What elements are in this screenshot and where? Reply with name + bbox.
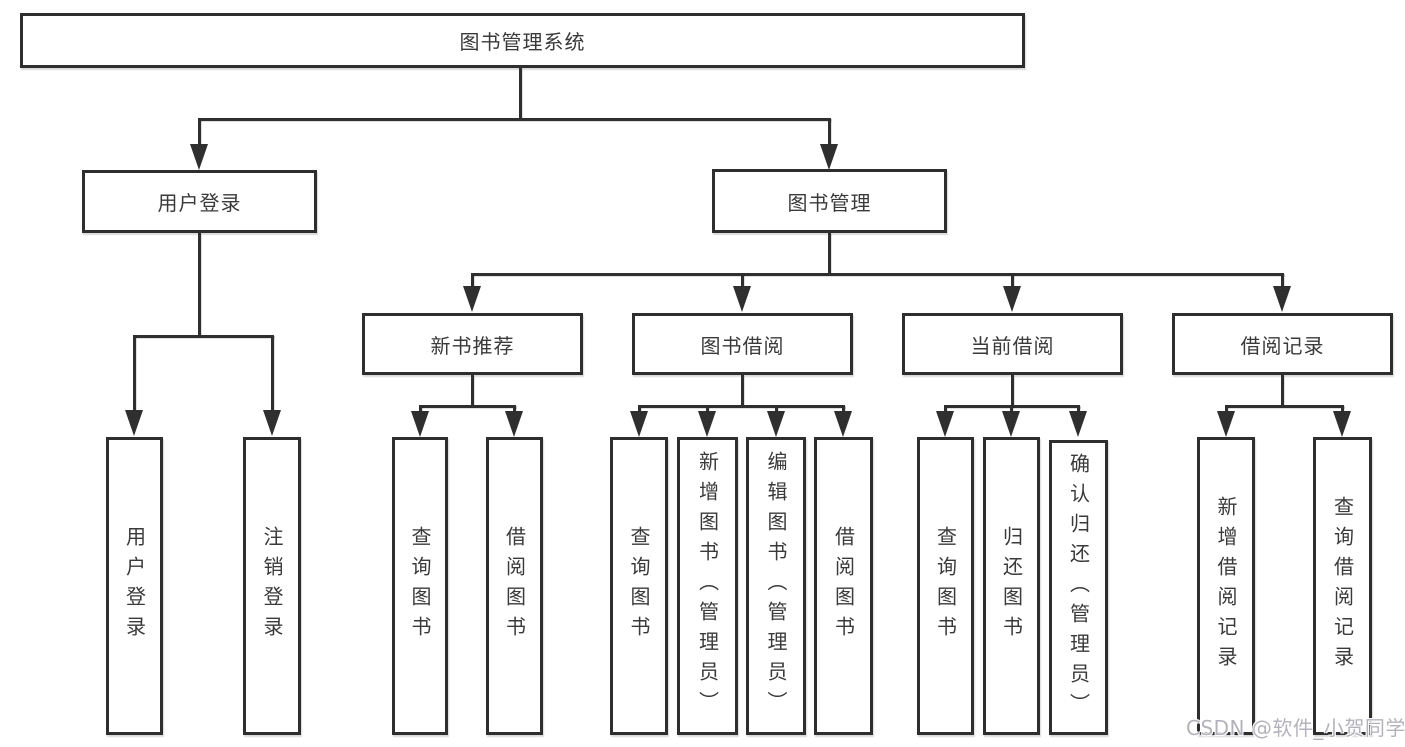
connector-stem [638,405,641,414]
arrow-down-icon [505,411,523,437]
leaf-bb-query-book-label: 查询图书 [627,526,651,646]
connector-stem-book-mgmt [828,118,831,148]
leaf-cb-return-book-label: 归还图书 [999,526,1024,646]
leaf-user-login-label: 用户登录 [122,526,147,646]
connector-stem [1225,405,1228,414]
connector-stem [944,405,947,414]
connector-book-borrow-stem [741,375,744,405]
arrow-down-icon [1217,411,1235,437]
leaf-logout: 注销登录 [243,437,301,735]
node-new-book-rec: 新书推荐 [362,313,583,375]
leaf-rec-borrow-book: 借阅图书 [486,437,543,735]
connector-book-mgmt-stem [828,233,831,275]
connector-new-book-stem [471,375,474,405]
arrow-down-icon [630,411,648,437]
leaf-bb-add-book-label: 新增图书（管理员） [695,451,720,721]
leaf-bb-borrow-book: 借阅图书 [814,437,873,735]
node-root: 图书管理系统 [20,13,1025,68]
arrow-down-icon [411,411,429,437]
node-book-borrow: 图书借阅 [632,313,853,375]
connector-user-login-bar [133,335,274,338]
connector-stem [513,405,516,414]
arrow-down-icon [125,410,143,436]
node-borrow-record: 借阅记录 [1172,313,1393,375]
watermark: CSDN @软件_小贺同学 [1186,716,1405,740]
node-borrow-record-label: 借阅记录 [1240,333,1325,358]
node-root-label: 图书管理系统 [459,30,586,54]
leaf-br-add-record-label: 新增借阅记录 [1214,496,1238,676]
arrow-down-icon [1273,286,1291,312]
connector-stem-user-login [198,118,201,148]
arrow-down-icon [834,411,852,437]
leaf-cb-query-book: 查询图书 [917,437,974,735]
node-book-mgmt-label: 图书管理 [787,190,872,215]
arrow-down-icon [820,144,838,170]
connector-user-login-stem [198,233,201,335]
arrow-down-icon [1069,411,1087,437]
connector-stem [706,405,709,414]
connector-stem-borrow-record [1281,273,1284,288]
leaf-rec-borrow-book-label: 借阅图书 [502,526,527,646]
arrow-down-icon [463,286,481,312]
connector-new-book-bar [419,405,516,408]
leaf-bb-borrow-book-label: 借阅图书 [831,526,856,646]
leaf-br-add-record: 新增借阅记录 [1197,437,1255,735]
connector-borrow-record-stem [1281,375,1284,405]
connector-stem-new-book [471,273,474,288]
leaf-bb-add-book: 新增图书（管理员） [677,437,738,735]
leaf-logout-label: 注销登录 [260,526,284,646]
arrow-down-icon [767,411,785,437]
node-current-borrow-label: 当前借阅 [970,333,1055,358]
leaf-bb-query-book: 查询图书 [610,437,668,735]
node-new-book-rec-label: 新书推荐 [430,333,515,358]
connector-stem [1077,405,1080,414]
arrow-down-icon [263,410,281,436]
connector-stem [419,405,422,414]
connector-current-borrow-stem [1011,375,1014,405]
leaf-cb-return-book: 归还图书 [983,437,1040,735]
leaf-rec-query-book-label: 查询图书 [408,526,432,646]
arrow-down-icon [1333,411,1351,437]
leaf-bb-edit-book: 编辑图书（管理员） [746,437,806,735]
connector-book-mgmt-bar [471,273,1284,276]
connector-stem [1010,405,1013,414]
connector-stem-current-borrow [1011,273,1014,288]
arrow-down-icon [733,286,751,312]
arrow-down-icon [1002,411,1020,437]
connector-stem-book-borrow [741,273,744,288]
arrow-down-icon [1003,286,1021,312]
node-current-borrow: 当前借阅 [902,313,1123,375]
leaf-cb-query-book-label: 查询图书 [933,526,958,646]
leaf-bb-edit-book-label: 编辑图书（管理员） [764,451,788,721]
leaf-user-login: 用户登录 [106,437,163,735]
connector-root-bar [198,118,831,121]
arrow-down-icon [936,411,954,437]
leaf-rec-query-book: 查询图书 [392,437,448,735]
arrow-down-icon [190,144,208,170]
connector-borrow-record-bar [1225,405,1344,408]
node-book-borrow-label: 图书借阅 [700,333,785,358]
connector-book-borrow-bar [638,405,845,408]
connector-stem [842,405,845,414]
arrow-down-icon [698,411,716,437]
node-book-mgmt: 图书管理 [712,169,947,233]
node-user-login: 用户登录 [82,170,317,233]
leaf-cb-confirm-return: 确认归还（管理员） [1049,440,1108,735]
leaf-cb-confirm-return-label: 确认归还（管理员） [1066,452,1091,723]
connector-stem [775,405,778,414]
connector-stem-leaf-logout [271,335,274,412]
connector-stem [1341,405,1344,414]
connector-stem-leaf-login [133,335,136,412]
leaf-br-query-record-label: 查询借阅记录 [1330,496,1355,676]
node-user-login-label: 用户登录 [157,191,242,215]
connector-root-stem [519,68,522,120]
leaf-br-query-record: 查询借阅记录 [1313,437,1372,735]
